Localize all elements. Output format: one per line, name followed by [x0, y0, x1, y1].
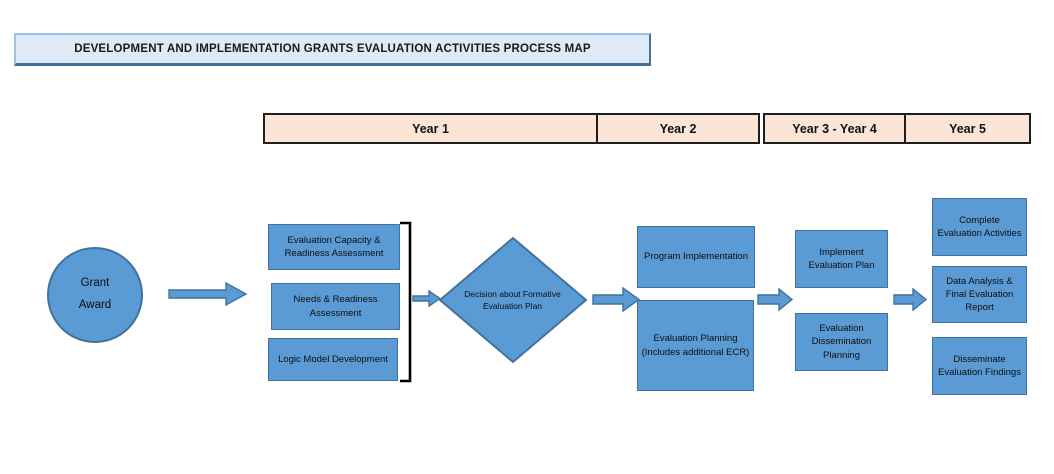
process-box-needs-readiness: Needs & Readiness Assessment — [271, 283, 400, 330]
grouping-bracket — [400, 221, 412, 383]
process-box-program-implementation: Program Implementation — [637, 226, 755, 288]
title-banner: DEVELOPMENT AND IMPLEMENTATION GRANTS EV… — [14, 33, 651, 66]
process-box-implement-evaluation-plan: Implement Evaluation Plan — [795, 230, 888, 288]
timeline-cell-year1: Year 1 — [263, 113, 598, 144]
flow-arrow-decision-to-year2 — [592, 286, 640, 313]
flow-arrow-year3-4-to-year5 — [893, 287, 927, 312]
decision-diamond-label: Decision about Formative Evaluation Plan — [464, 288, 561, 311]
process-box-data-analysis-final-report: Data Analysis & Final Evaluation Report — [932, 266, 1027, 323]
grant-award-label: Grant Award — [78, 277, 112, 311]
timeline-cell-year5: Year 5 — [904, 113, 1031, 144]
flow-arrow-year2-to-year3-4 — [757, 287, 793, 312]
flow-arrow-bracket-to-decision — [412, 289, 441, 308]
timeline-cell-year2: Year 2 — [596, 113, 760, 144]
flow-arrow-start-to-year1 — [168, 281, 248, 307]
process-box-evaluation-dissemination-planning: Evaluation Dissemination Planning — [795, 313, 888, 371]
grant-award-node: Grant Award — [47, 247, 143, 343]
decision-diamond — [438, 236, 588, 364]
process-box-evaluation-planning: Evaluation Planning (Includes additional… — [637, 300, 754, 391]
process-box-logic-model: Logic Model Development — [268, 338, 398, 381]
process-box-disseminate-findings: Disseminate Evaluation Findings — [932, 337, 1027, 395]
process-box-evaluation-capacity-readiness: Evaluation Capacity & Readiness Assessme… — [268, 224, 400, 270]
process-box-complete-evaluation-activities: Complete Evaluation Activities — [932, 198, 1027, 256]
timeline-cell-year3-4: Year 3 - Year 4 — [763, 113, 906, 144]
